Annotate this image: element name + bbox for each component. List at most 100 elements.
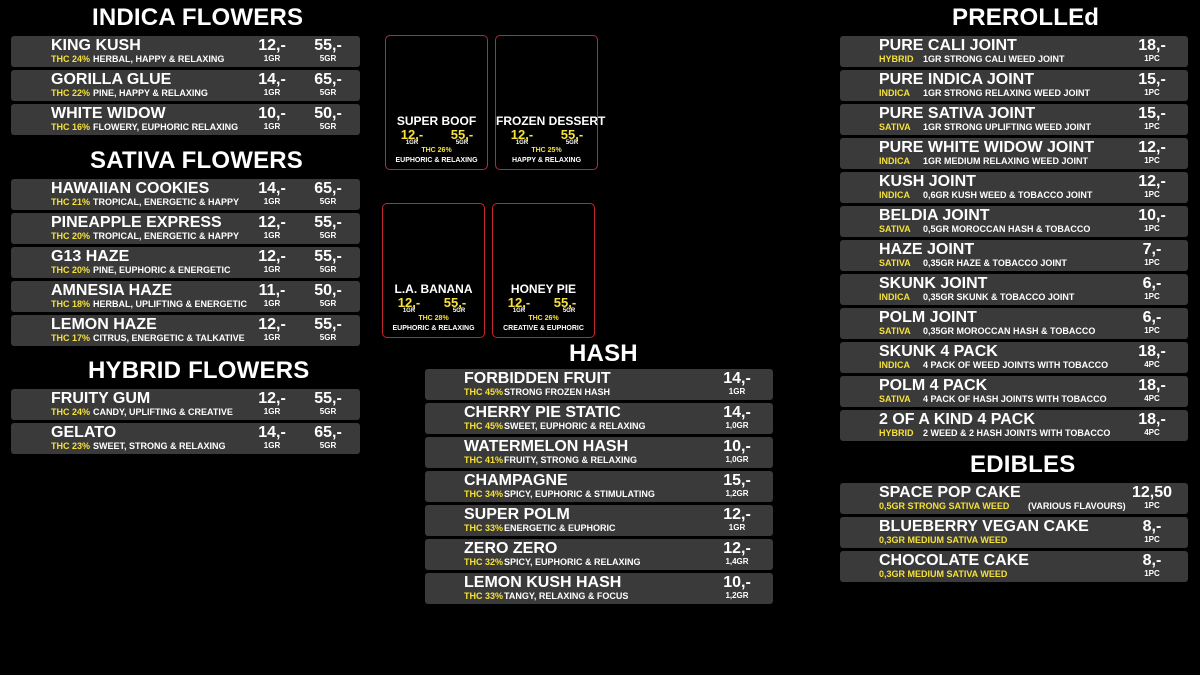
menu-item: WHITE WIDOW THC 16% FLOWERY, EUPHORIC RE… <box>11 104 360 135</box>
item-unit-1gr: 1GR <box>263 231 281 240</box>
card-name: FROZEN DESSERT <box>496 114 606 128</box>
item-unit: 1,2GR <box>725 591 749 600</box>
card-unit-1gr: 1GR <box>405 140 419 146</box>
item-unit-1gr: 1GR <box>263 88 281 97</box>
item-price: 18,- <box>1138 37 1166 54</box>
menu-item: HAZE JOINT SATIVA 0,35GR HAZE & TOBACCO … <box>840 240 1188 271</box>
menu-item: PURE SATIVA JOINT SATIVA 1GR STRONG UPLI… <box>840 104 1188 135</box>
item-name: KUSH JOINT <box>879 173 976 190</box>
item-price: 10,- <box>723 438 751 455</box>
menu-item: FRUITY GUM THC 24% CANDY, UPLIFTING & CR… <box>11 389 360 420</box>
item-price: 15,- <box>1138 71 1166 88</box>
item-thc: THC 22% <box>51 88 91 98</box>
item-price: 6,- <box>1142 309 1162 326</box>
item-desc: 2 WEED & 2 HASH JOINTS WITH TOBACCO <box>923 428 1111 438</box>
item-price-5gr: 55,- <box>314 37 342 54</box>
card-thc: THC 26% <box>528 315 559 322</box>
item-price-1gr: 12,- <box>258 390 286 407</box>
item-name: WHITE WIDOW <box>51 105 166 122</box>
item-name: KING KUSH <box>51 37 141 54</box>
item-unit-5gr: 5GR <box>319 197 337 206</box>
item-desc: STRONG FROZEN HASH <box>504 387 611 397</box>
item-desc: 4 PACK OF WEED JOINTS WITH TOBACCO <box>923 360 1109 370</box>
edibles-title: EDIBLES <box>970 451 1076 478</box>
item-desc: HERBAL, UPLIFTING & ENERGETIC <box>93 299 248 309</box>
card-unit-1gr: 1GR <box>512 308 526 314</box>
item-thc: THC 24% <box>51 54 91 64</box>
item-name: PURE WHITE WIDOW JOINT <box>879 139 1095 156</box>
item-type: HYBRID <box>879 428 914 438</box>
item-price-5gr: 65,- <box>314 424 342 441</box>
item-name: HAWAIIAN COOKIES <box>51 180 210 197</box>
menu-item: BLUEBERRY VEGAN CAKE 0,3GR MEDIUM SATIVA… <box>840 517 1188 548</box>
card-desc: HAPPY & RELAXING <box>511 157 582 164</box>
item-type: INDICA <box>879 88 910 98</box>
hybrid-title: HYBRID FLOWERS <box>88 357 310 384</box>
item-name: CHAMPAGNE <box>464 472 568 489</box>
item-price-5gr: 55,- <box>314 390 342 407</box>
item-price: 18,- <box>1138 377 1166 394</box>
item-unit-5gr: 5GR <box>319 333 337 342</box>
menu-item: SUPER POLM THC 33% ENERGETIC & EUPHORIC … <box>425 505 773 536</box>
menu-item: ZERO ZERO THC 32% SPICY, EUPHORIC & RELA… <box>425 539 773 570</box>
item-thc: THC 34% <box>464 489 504 499</box>
item-unit-1gr: 1GR <box>263 407 281 416</box>
item-unit: 1PC <box>1144 224 1160 233</box>
item-name: SPACE POP CAKE <box>879 484 1021 501</box>
item-unit: 1,0GR <box>725 421 749 430</box>
menu-item: AMNESIA HAZE THC 18% HERBAL, UPLIFTING &… <box>11 281 360 312</box>
item-name: POLM JOINT <box>879 309 977 326</box>
item-desc: CITRUS, ENERGETIC & TALKATIVE <box>93 333 245 343</box>
item-price: 18,- <box>1138 343 1166 360</box>
item-type: SATIVA <box>879 224 911 234</box>
item-name: AMNESIA HAZE <box>51 282 173 299</box>
menu-item: SKUNK JOINT INDICA 0,35GR SKUNK & TOBACC… <box>840 274 1188 305</box>
menu-item: CHAMPAGNE THC 34% SPICY, EUPHORIC & STIM… <box>425 471 773 502</box>
item-desc: PINE, HAPPY & RELAXING <box>93 88 208 98</box>
menu-item: GORILLA GLUE THC 22% PINE, HAPPY & RELAX… <box>11 70 360 101</box>
item-desc: 0,35GR MOROCCAN HASH & TOBACCO <box>923 326 1096 336</box>
item-desc: 0,5GR MOROCCAN HASH & TOBACCO <box>923 224 1091 234</box>
item-unit: 1PC <box>1144 156 1160 165</box>
item-desc: 1GR STRONG RELAXING WEED JOINT <box>923 88 1091 98</box>
item-price: 14,- <box>723 370 751 387</box>
item-name: PURE SATIVA JOINT <box>879 105 1036 122</box>
card-unit-1gr: 1GR <box>515 140 529 146</box>
item-thc: THC 21% <box>51 197 91 207</box>
item-thc: THC 45% <box>464 387 504 397</box>
item-name: CHOCOLATE CAKE <box>879 552 1029 569</box>
item-thc: THC 20% <box>51 231 91 241</box>
item-price: 14,- <box>723 404 751 421</box>
item-desc: 0,35GR SKUNK & TOBACCO JOINT <box>923 292 1075 302</box>
card-price-1gr: 12,- <box>507 295 531 310</box>
item-unit-5gr: 5GR <box>319 54 337 63</box>
item-desc: SPICY, EUPHORIC & STIMULATING <box>504 489 655 499</box>
item-price-1gr: 10,- <box>258 105 286 122</box>
item-desc: SPICY, EUPHORIC & RELAXING <box>504 557 641 567</box>
item-thc: THC 20% <box>51 265 91 275</box>
item-desc: 1GR STRONG UPLIFTING WEED JOINT <box>923 122 1092 132</box>
indica-title: INDICA FLOWERS <box>92 4 304 31</box>
item-price-1gr: 14,- <box>258 71 286 88</box>
menu-item: PURE CALI JOINT HYBRID 1GR STRONG CALI W… <box>840 36 1188 67</box>
item-desc: 1GR STRONG CALI WEED JOINT <box>923 54 1065 64</box>
item-price-5gr: 55,- <box>314 214 342 231</box>
card-price-5gr: 55,- <box>553 295 577 310</box>
item-type: INDICA <box>879 156 910 166</box>
featured-card: L.A. BANANA 12,- 1GR 55,- 5GR THC 28% EU… <box>382 203 485 338</box>
item-price: 12,- <box>723 506 751 523</box>
featured-card: FROZEN DESSERT 12,- 1GR 55,- 5GR THC 25%… <box>495 35 606 170</box>
card-price-1gr: 12,- <box>400 127 424 142</box>
item-unit-1gr: 1GR <box>263 441 281 450</box>
item-unit: 1PC <box>1144 326 1160 335</box>
item-desc: HERBAL, HAPPY & RELAXING <box>93 54 225 64</box>
item-name: SUPER POLM <box>464 506 570 523</box>
item-type: INDICA <box>879 360 910 370</box>
card-unit-5gr: 5GR <box>562 308 576 314</box>
item-unit-5gr: 5GR <box>319 265 337 274</box>
item-type: INDICA <box>879 292 910 302</box>
menu-item: POLM JOINT SATIVA 0,35GR MOROCCAN HASH &… <box>840 308 1188 339</box>
item-name: SKUNK JOINT <box>879 275 988 292</box>
item-price: 8,- <box>1142 552 1162 569</box>
item-unit-5gr: 5GR <box>319 441 337 450</box>
